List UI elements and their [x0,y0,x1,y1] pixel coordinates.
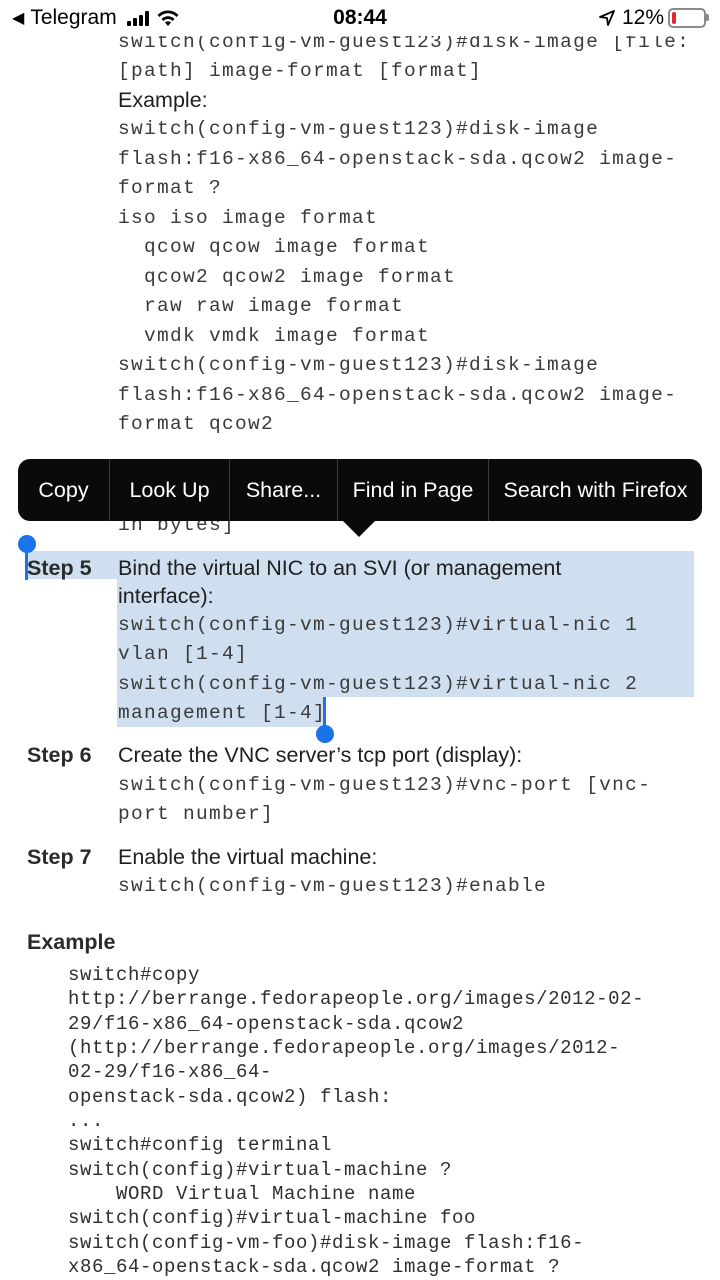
code-line: vlan [1-4] [118,643,249,665]
example-code-line: switch#config terminal [68,1134,333,1156]
text-selection-menu: Copy Look Up Share... Find in Page Searc… [18,459,702,521]
step-7-label: Step 7 [27,845,92,869]
step-5-text: Bind the virtual NIC to an SVI (or manag… [118,556,562,580]
code-line: format ? [118,177,223,199]
code-line: management [1-4] [118,702,327,724]
code-line: switch(config-vm-guest123)#virtual-nic 2 [118,673,639,695]
menu-share[interactable]: Share... [230,459,338,521]
back-app-label: Telegram [30,6,117,29]
example-code-line: switch#copy [68,964,201,986]
code-line: vmdk vmdk image format [118,325,431,347]
battery-icon [668,8,709,28]
step-6-text: Create the VNC server’s tcp port (displa… [118,743,523,767]
code-line: switch(config-vm-guest123)#disk-image [118,118,600,140]
example-code-line: 02-29/f16-x86_64- [68,1061,273,1083]
example-code-line: switch(config)#virtual-machine foo [68,1207,477,1229]
example-code-line: (http://berrange.fedorapeople.org/images… [68,1037,621,1059]
code-line: port number] [118,803,275,825]
back-arrow-icon: ◀ [12,10,25,27]
example-code-line: openstack-sda.qcow2) flash: [68,1086,393,1108]
step-6-label: Step 6 [27,743,92,767]
example-label: Example: [118,88,208,112]
battery-level-fill [672,12,676,24]
example-code-line: ... [68,1110,105,1132]
example-code-line: x86_64-openstack-sda.qcow2 image-format … [68,1256,561,1278]
example-code-line: http://berrange.fedorapeople.org/images/… [68,988,645,1010]
code-line: raw raw image format [118,295,405,317]
cellular-signal-icon [126,10,149,26]
selection-highlight-c [117,697,325,727]
selection-end-caret [323,697,326,729]
step-5-label: Step 5 [27,556,92,580]
menu-search-with-firefox[interactable]: Search with Firefox [503,477,688,502]
status-bar: ◀ Telegram 08:44 12% [0,0,720,36]
selection-highlight-b [117,579,694,697]
code-line: switch(config-vm-guest123)#virtual-nic 1 [118,614,639,636]
code-line: flash:f16-x86_64-openstack-sda.qcow2 ima… [118,384,678,406]
code-line: format qcow2 [118,413,275,435]
location-arrow-icon [599,10,615,26]
code-line: iso iso image format [118,207,379,229]
selection-end-handle[interactable] [316,725,334,743]
code-line: switch(config-vm-guest123)#disk-image [f… [118,31,691,53]
selection-start-caret [25,550,28,580]
clock: 08:44 [333,6,387,29]
selection-start-handle[interactable] [18,535,36,553]
code-line: qcow qcow image format [118,236,431,258]
selection-highlight-a [27,551,694,579]
menu-look-up[interactable]: Look Up [110,459,230,521]
step-7-text: Enable the virtual machine: [118,845,378,869]
wifi-icon [157,10,179,26]
code-line: switch(config-vm-guest123)#enable [118,875,548,897]
code-line: switch(config-vm-guest123)#disk-image [118,354,600,376]
code-line: [path] image-format [format] [118,60,483,82]
code-line: qcow2 qcow2 image format [118,266,457,288]
menu-find-in-page[interactable]: Find in Page [338,459,489,521]
menu-copy[interactable]: Copy [18,459,110,521]
example-code-line: WORD Virtual Machine name [68,1183,417,1205]
example-code-line: 29/f16-x86_64-openstack-sda.qcow2 [68,1013,465,1035]
back-to-app[interactable]: ◀ Telegram [12,6,180,30]
example-code-line: switch(config-vm-foo)#disk-image flash:f… [68,1232,585,1254]
code-line: flash:f16-x86_64-openstack-sda.qcow2 ima… [118,148,678,170]
example-code-line: switch(config)#virtual-machine ? [68,1159,453,1181]
example-heading: Example [27,930,116,954]
step-5-text: interface): [118,584,214,608]
menu-pointer [342,520,376,537]
battery-percent: 12% [621,6,664,29]
code-line: switch(config-vm-guest123)#vnc-port [vnc… [118,774,652,796]
